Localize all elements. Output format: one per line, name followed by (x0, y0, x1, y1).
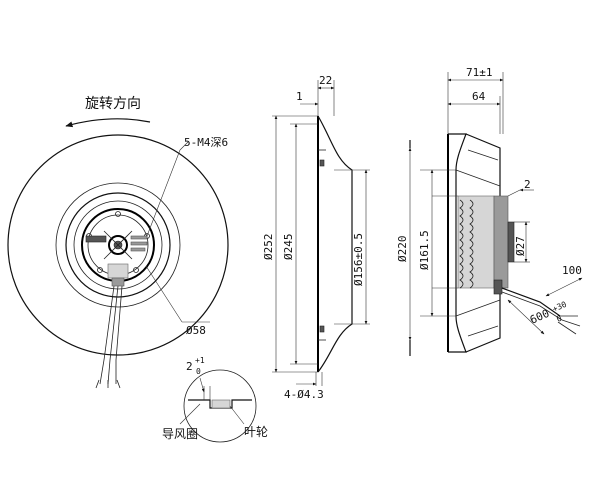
flange-thickness-label: 1 (296, 90, 303, 103)
screw-hole-icon (133, 267, 139, 273)
mount-holes-label: 4-Ø4.3 (284, 388, 324, 401)
nameplate-text-icon (130, 247, 146, 252)
guide-ring-label: 导风圈 (162, 427, 198, 441)
strip-length-label: 100 (562, 264, 582, 277)
front-view: 旋转方向 (7, 96, 268, 443)
cable-gland-nut-icon (111, 277, 125, 287)
stator-winding-icon (469, 199, 474, 289)
shaft-diameter-label: Ø27 (514, 236, 527, 256)
inner-diameter-label: Ø245 (282, 234, 295, 261)
detail-view-circle (183, 369, 257, 443)
cable-lower-tolerance: 0 (555, 314, 563, 324)
gap-lower-tolerance: 0 (196, 367, 201, 376)
cable-upper-tolerance: +30 (551, 300, 568, 314)
screw-hole-icon (97, 267, 103, 273)
cable-gland-icon (493, 279, 503, 295)
rotation-direction-label: 旋转方向 (85, 96, 141, 112)
offset-label: 2 (524, 178, 531, 191)
cable-wire (115, 285, 123, 384)
gap-dimension-label: 2 (186, 360, 193, 373)
screw-callout-label: 5-M4深6 (184, 136, 228, 149)
motor-stator (457, 195, 495, 289)
flange-width-label: 22 (319, 74, 332, 87)
rotor-circle (65, 192, 171, 298)
bore-diameter-label: Ø156±0.5 (352, 233, 365, 286)
shaft-stub (507, 221, 515, 263)
cable-wire (107, 285, 119, 385)
impeller-label: 叶轮 (244, 425, 268, 439)
cable-length-label: 600 (528, 307, 551, 327)
rotation-arrow-icon (65, 118, 151, 128)
screw-leader-line (146, 149, 181, 237)
cable-wire (99, 285, 115, 385)
shaft-circle (108, 235, 128, 255)
motor-hub (493, 195, 509, 289)
nameplate-logo-icon (85, 235, 107, 243)
cable-gland-icon (107, 263, 129, 279)
detail-impeller-block (211, 399, 231, 409)
impeller-ring-circle (55, 182, 181, 308)
inlet-diameter-label: Ø220 (396, 236, 409, 263)
rotor-diameter-label: Ø161.5 (418, 230, 431, 270)
cable-wire (501, 287, 561, 317)
outer-diameter-label: Ø252 (262, 234, 275, 261)
outer-housing-circle (7, 134, 229, 356)
hub-leader-line (145, 265, 183, 323)
nameplate-text-icon (130, 241, 148, 246)
section-view: 71±1 64 (396, 66, 583, 356)
overall-depth-label: 71±1 (466, 66, 493, 79)
side-view: 22 1 Ø252 Ø245 Ø156±0.5 4-Ø4.3 (262, 74, 370, 401)
hub-diameter-label: Ø58 (186, 324, 206, 337)
gap-upper-tolerance: +1 (195, 356, 205, 365)
inlet-ring-profile (317, 115, 353, 373)
nameplate-text-icon (130, 235, 148, 240)
stator-winding-icon (459, 199, 464, 289)
screw-hole-icon (115, 211, 121, 217)
body-depth-label: 64 (472, 90, 486, 103)
